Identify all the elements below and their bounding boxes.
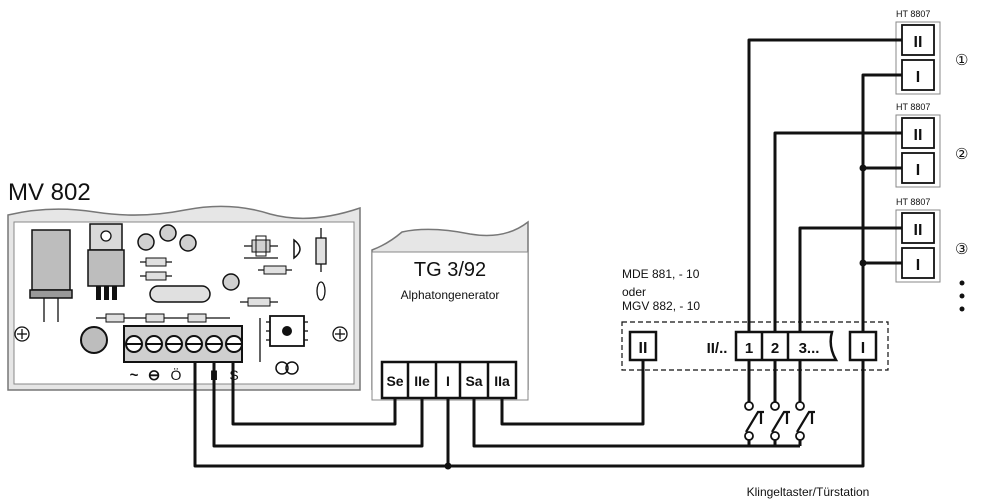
mde-dashed-housing <box>621 321 889 371</box>
ht-unit-1: HT 8807 II I ① <box>895 9 968 95</box>
mde-terminal: 2 <box>771 340 779 357</box>
screw-icon <box>14 326 348 342</box>
tg392-terminal: IIe <box>414 373 430 389</box>
ht-label: HT 8807 <box>896 197 930 207</box>
mde-label-line1: MDE 881, - 10 <box>622 267 700 281</box>
tg392-title: TG 3/92 <box>414 259 486 281</box>
ht-number: ① <box>955 52 968 69</box>
mv802-title: MV 802 <box>8 179 91 206</box>
mv802-terminal-block <box>123 325 243 363</box>
capacitor-icon <box>29 229 73 322</box>
junction-dots <box>444 164 867 470</box>
circle-components-icon <box>137 224 240 291</box>
tg392-terminal: I <box>446 373 450 389</box>
tg392-terminal-block: Se IIe I Sa IIa <box>380 360 518 400</box>
tg392-subtitle: Alphatongenerator <box>401 288 500 302</box>
footer-label: Klingeltaster/Türstation <box>747 485 870 499</box>
ht-terminal: I <box>916 162 920 179</box>
ht-label: HT 8807 <box>896 9 930 19</box>
ht-number: ③ <box>955 241 968 258</box>
svg-text:I: I <box>861 340 865 357</box>
ht-terminal: I <box>916 257 920 274</box>
ht-terminal: I <box>916 69 920 86</box>
mde-label-line3: MGV 882, - 10 <box>622 299 700 313</box>
mv802-terminal-label: ⊖ <box>148 367 161 384</box>
ht-unit-3: HT 8807 II I ③ <box>895 197 968 283</box>
resistors-icon <box>96 257 292 323</box>
voltage-regulator-icon <box>87 223 125 300</box>
mde-separator-label: II/.. <box>707 340 728 357</box>
round-button-icon <box>80 326 108 354</box>
ht-terminal: II <box>914 222 923 239</box>
mde-label-line2: oder <box>622 285 646 299</box>
more-units-dots <box>959 280 965 312</box>
crystal-icon <box>149 285 211 303</box>
mv802-terminal-label: ~ <box>130 367 139 384</box>
tg392-terminal: Se <box>386 373 403 389</box>
ht-unit-2: HT 8807 II I ② <box>895 102 968 188</box>
mde-terminal: 3... <box>799 340 820 357</box>
diode-group-icon <box>244 228 327 301</box>
mde-terminal-left: II <box>628 330 658 362</box>
svg-text:II: II <box>639 340 648 357</box>
mde-terminal: 1 <box>745 340 753 357</box>
tg392-terminal: IIa <box>494 373 510 389</box>
tg392-terminal: Sa <box>465 373 482 389</box>
ht-terminal: II <box>914 34 923 51</box>
ic-chip-icon <box>259 315 308 375</box>
mde-terminal-group: 1 2 3... <box>734 330 839 362</box>
mde-terminal-right: I <box>848 330 878 362</box>
ht-number: ② <box>955 146 968 163</box>
wiring <box>193 38 902 468</box>
mv802-terminal-label: Ö <box>171 366 182 383</box>
pushbutton-icon <box>744 401 815 441</box>
ht-terminal: II <box>914 127 923 144</box>
ht-label: HT 8807 <box>896 102 930 112</box>
